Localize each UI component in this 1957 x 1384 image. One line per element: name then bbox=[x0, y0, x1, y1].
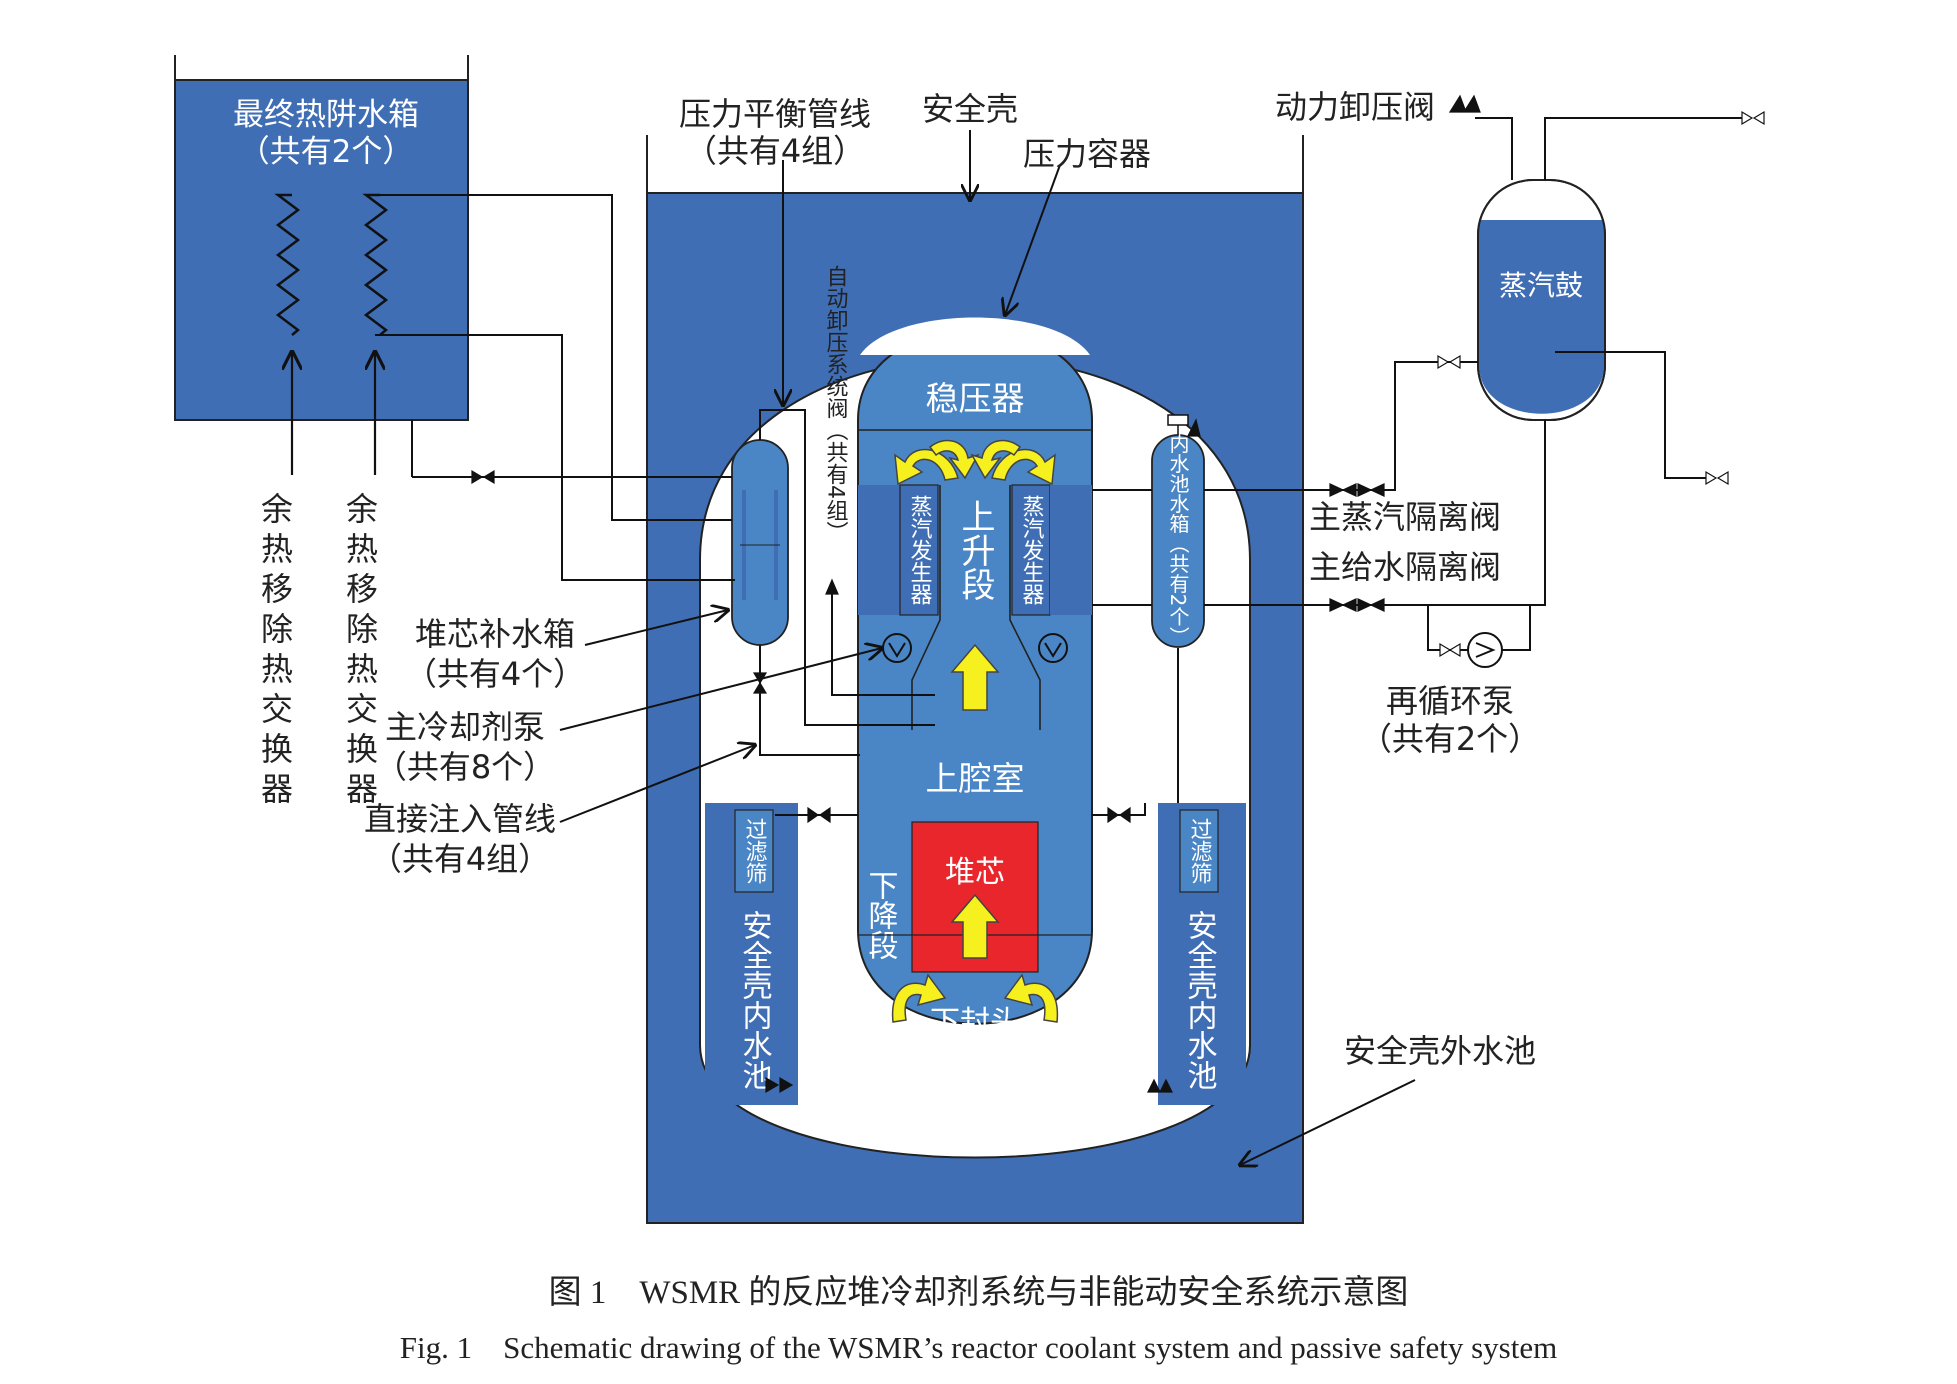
pressurizer-label: 稳压器 bbox=[926, 379, 1025, 418]
containment-label: 安全壳 bbox=[922, 90, 1018, 128]
core-makeup-tank bbox=[731, 439, 789, 646]
rhr-coil-right bbox=[362, 193, 389, 336]
power-relief-valve-label: 动力卸压阀 bbox=[1275, 88, 1435, 126]
pressure-balance-label: 压力平衡管线 bbox=[679, 95, 871, 133]
outer-pool-label: 安全壳外水池 bbox=[1344, 1032, 1536, 1070]
filter-right-label: 过滤筛 bbox=[1187, 818, 1213, 884]
dvi-count: （共有4组） bbox=[370, 840, 550, 878]
sg-left-label: 蒸汽发生器 bbox=[907, 495, 933, 605]
sg-right-label: 蒸汽发生器 bbox=[1019, 495, 1045, 605]
inner-pool-right-label: 安全壳内水池 bbox=[1182, 910, 1218, 1090]
inner-pool-right: 过滤筛 安全壳内水池 bbox=[1158, 803, 1246, 1105]
mfiv-label: 主给水隔离阀 bbox=[1309, 548, 1501, 586]
rhr-hx-label-1: 余热移除热交换器 bbox=[256, 492, 294, 812]
rcp-label: 主冷却剂泵 bbox=[385, 708, 545, 746]
dvi-label: 直接注入管线 bbox=[364, 800, 556, 838]
upper-plenum-label: 上腔室 bbox=[926, 759, 1025, 798]
core-label: 堆芯 bbox=[945, 855, 1005, 890]
downcomer-label: 下降段 bbox=[863, 870, 899, 960]
adv-valve-label: 自动卸压系统阀（共有4组） bbox=[823, 265, 849, 543]
ultimate-heat-sink-tank: 最终热阱水箱 （共有2个） bbox=[174, 55, 469, 475]
recirc-pump-label: 再循环泵 bbox=[1386, 682, 1514, 720]
steam-drum-label: 蒸汽鼓 bbox=[1499, 269, 1583, 302]
leader-lines bbox=[559, 130, 1416, 1165]
pressure-vessel: 稳压器 蒸汽发生器 蒸汽发生器 上升段 上腔室 堆芯 下降段 下封头 bbox=[857, 317, 1093, 1040]
riser-label: 上升段 bbox=[955, 499, 995, 601]
flow-arrows bbox=[891, 439, 1059, 1023]
inner-pool-left: 过滤筛 安全壳内水池 bbox=[705, 803, 798, 1105]
recirc-pump-count: （共有2个） bbox=[1360, 720, 1540, 758]
valves bbox=[471, 94, 1765, 1094]
steam-drum: 蒸汽鼓 bbox=[1477, 179, 1606, 421]
caption-en: Fig. 1 Schematic drawing of the WSMR’s r… bbox=[399, 1330, 1558, 1365]
pressure-vessel-label: 压力容器 bbox=[1023, 135, 1151, 173]
cmt-count: （共有4个） bbox=[405, 655, 585, 693]
rcp-count: （共有8个） bbox=[375, 748, 555, 786]
rhr-hx-label-2: 余热移除热交换器 bbox=[341, 492, 379, 812]
filter-left-label: 过滤筛 bbox=[742, 818, 768, 884]
rhr-coil-left bbox=[274, 193, 301, 336]
inner-pool-left-label: 安全壳内水池 bbox=[737, 910, 773, 1090]
lower-head-label: 下封头 bbox=[930, 1005, 1020, 1040]
recirc-pump-symbol bbox=[1467, 632, 1503, 668]
pressure-balance-count: （共有4组） bbox=[685, 132, 865, 170]
caption-cn: 图 1 WSMR 的反应堆冷却剂系统与非能动安全系统示意图 bbox=[548, 1275, 1409, 1311]
rcp-right bbox=[1038, 633, 1068, 663]
msiv-label: 主蒸汽隔离阀 bbox=[1309, 498, 1501, 536]
inner-tank-label: 内水池水箱（共有2个） bbox=[1166, 433, 1190, 646]
external-labels: 压力平衡管线 （共有4组） 安全壳 压力容器 自动卸压系统阀（共有4组） 动力卸… bbox=[256, 88, 1540, 1070]
heat-sink-count: （共有2个） bbox=[239, 134, 414, 170]
heat-sink-title: 最终热阱水箱 bbox=[233, 97, 419, 133]
cmt-label: 堆芯补水箱 bbox=[415, 615, 575, 653]
inner-water-tank: 内水池水箱（共有2个） bbox=[1151, 414, 1205, 648]
